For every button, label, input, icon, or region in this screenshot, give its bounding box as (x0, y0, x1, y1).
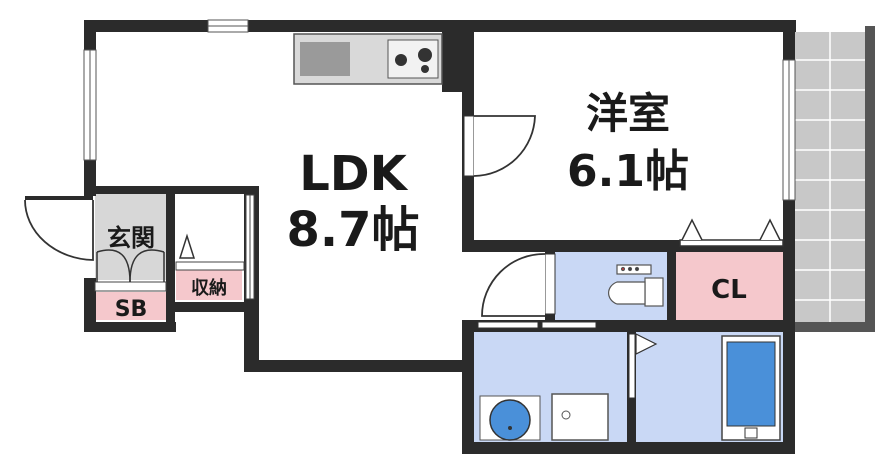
stove-icon (387, 39, 439, 79)
closet-door-icon (679, 218, 784, 247)
balcony (795, 26, 875, 332)
door-swing-icon (24, 115, 658, 399)
sliding-door-icon (94, 194, 255, 300)
closet-area (675, 244, 783, 320)
entrance-door-swing (96, 233, 196, 283)
ldk-name: LDK (299, 146, 408, 202)
sink-icon (300, 42, 350, 76)
window-icon (83, 19, 796, 201)
bedroom-size: 6.1帖 (567, 146, 689, 197)
bedroom-name: 洋室 (586, 89, 670, 138)
shoe-box-area (95, 292, 167, 320)
bathtub-icon (721, 335, 781, 441)
storage-label: 収納 (191, 277, 227, 299)
ldk-size: 8.7帖 (286, 202, 419, 258)
entrance-label: 玄関 (107, 224, 155, 252)
washbasin-icon (479, 395, 541, 441)
closet-label: CL (711, 275, 747, 305)
toilet-icon (608, 264, 664, 307)
entrance-floor (95, 190, 167, 280)
washer-pan-icon (551, 393, 609, 441)
kitchen-counter (293, 33, 443, 85)
storage-area (176, 270, 242, 300)
shoe-box-label: SB (115, 297, 148, 322)
